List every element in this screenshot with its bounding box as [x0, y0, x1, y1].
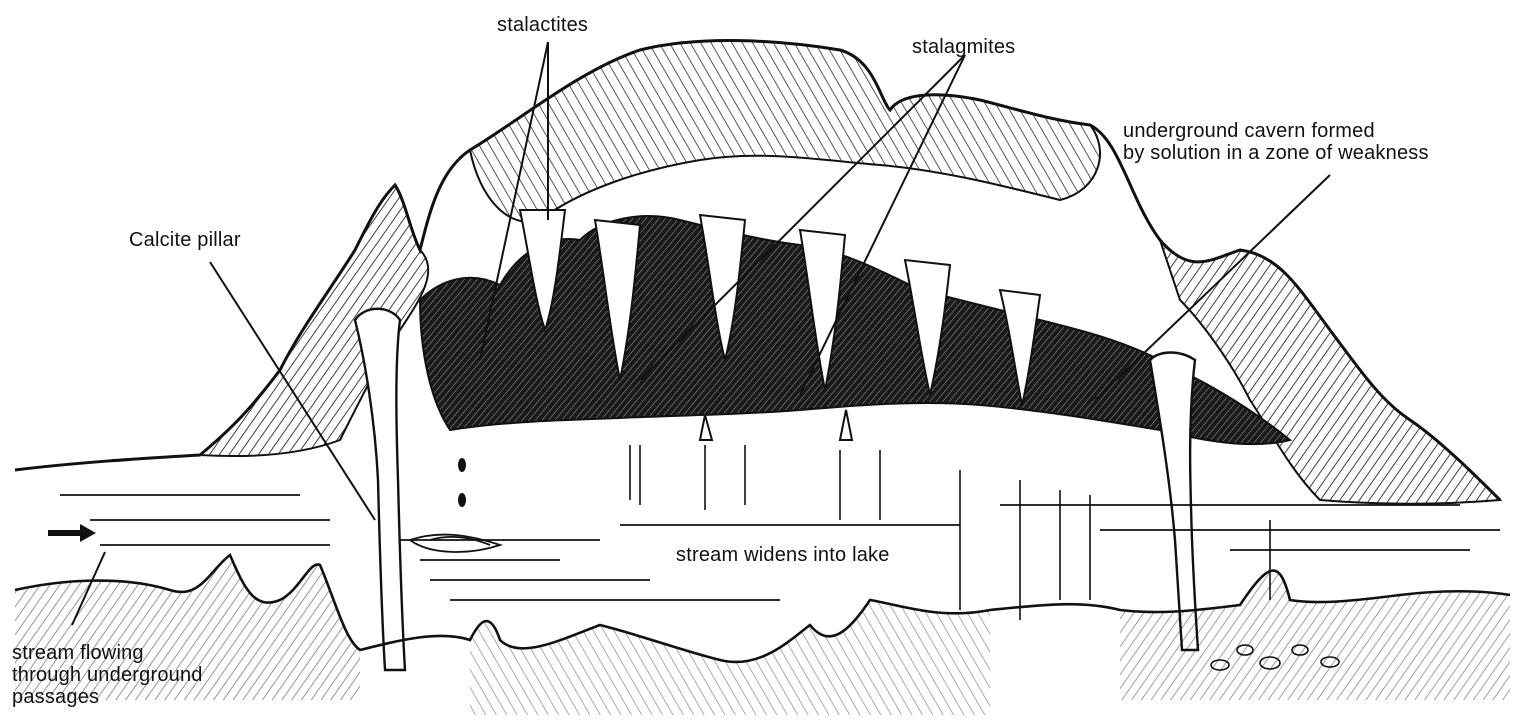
floor-hatching: [470, 600, 990, 715]
label-stalactites: stalactites: [497, 14, 588, 36]
label-stream-widens-into-lake: stream widens into lake: [676, 544, 890, 566]
label-stalagmites: stalagmites: [912, 36, 1015, 58]
label-stream-line2: through underground: [12, 664, 203, 686]
label-underground-cavern: underground cavern formed by solution in…: [1123, 120, 1429, 164]
label-calcite-pillar: Calcite pillar: [129, 229, 241, 251]
label-stream-line1: stream flowing: [12, 642, 203, 664]
label-cavern-line1: underground cavern formed: [1123, 120, 1429, 142]
label-stream-flowing: stream flowing through underground passa…: [12, 642, 203, 708]
rock-mass-upper: [470, 41, 1100, 222]
stalagmite: [840, 410, 852, 440]
rock-mass-right: [1160, 240, 1500, 504]
label-stream-line3: passages: [12, 686, 203, 708]
stream-arrow-icon: [48, 524, 96, 542]
water-drop: [458, 493, 466, 507]
calcite-pillar-right: [1150, 353, 1198, 651]
stalagmite: [700, 415, 712, 440]
water-drop: [458, 458, 466, 472]
label-cavern-line2: by solution in a zone of weakness: [1123, 142, 1429, 164]
